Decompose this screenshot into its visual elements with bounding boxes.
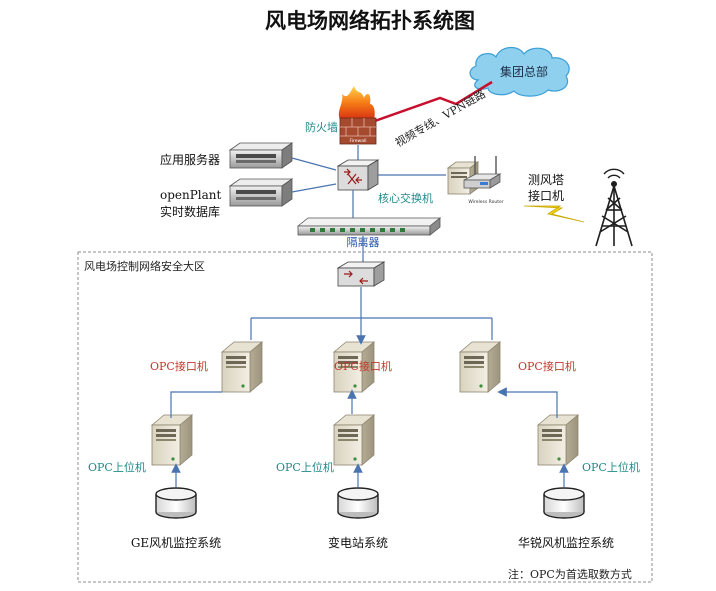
router-badge: Wireless Router bbox=[468, 199, 503, 205]
cloud-icon bbox=[469, 47, 570, 97]
app-server-label: 应用服务器 bbox=[160, 152, 220, 167]
core-switch-icon bbox=[336, 159, 380, 191]
lightning-icon bbox=[523, 205, 585, 223]
branch-substation-system: 变电站系统 bbox=[328, 535, 388, 550]
branch-ge-opc-host: OPC上位机 bbox=[88, 460, 146, 474]
branch-substation-opc-host: OPC上位机 bbox=[276, 460, 334, 474]
app-server-link bbox=[291, 157, 337, 171]
tower-iface-label-line2: 接口机 bbox=[528, 188, 564, 203]
database-icon bbox=[155, 487, 197, 519]
rtdb-label-line2: 实时数据库 bbox=[160, 204, 220, 219]
vpn-link-label: 视频专线、VPN链路 bbox=[393, 86, 488, 149]
branch-sinovel-opc-host: OPC上位机 bbox=[582, 460, 640, 474]
diagram-title: 风电场网络拓扑系统图 bbox=[265, 8, 475, 33]
firewall-badge: Firewall bbox=[350, 138, 367, 144]
branch-sinovel-opc-iface: OPC接口机 bbox=[518, 359, 576, 373]
zone-note: 注：OPC为首选取数方式 bbox=[508, 567, 632, 581]
control-zone-label: 风电场控制网络安全大区 bbox=[84, 259, 205, 273]
opc-host-computer-icon bbox=[537, 414, 579, 466]
rtdb-link bbox=[291, 183, 337, 193]
rtdb-server-icon bbox=[228, 178, 294, 207]
tower-iface-label-line1: 测风塔 bbox=[528, 173, 564, 187]
app-server-icon bbox=[228, 142, 294, 169]
branch-sinovel bbox=[459, 341, 585, 519]
firewall-icon bbox=[338, 86, 377, 145]
branch-substation-opc-iface: OPC接口机 bbox=[334, 359, 392, 373]
opc-iface-computer-icon bbox=[459, 341, 501, 393]
cloud-label: 集团总部 bbox=[500, 64, 548, 79]
zone-switch-icon bbox=[336, 261, 386, 287]
firewall-label: 防火墙 bbox=[305, 120, 338, 134]
branch-sinovel-system: 华锐风机监控系统 bbox=[518, 536, 614, 550]
core-switch-label: 核心交换机 bbox=[378, 191, 433, 205]
met-tower-icon bbox=[595, 168, 633, 247]
branch-ge bbox=[151, 341, 263, 519]
opc-host-computer-icon bbox=[151, 414, 193, 466]
vpn-link bbox=[371, 80, 493, 124]
branch-ge-system: GE风机监控系统 bbox=[131, 536, 221, 550]
branch-ge-opc-iface: OPC接口机 bbox=[150, 359, 208, 373]
opc-iface-computer-icon bbox=[221, 341, 263, 393]
database-icon bbox=[337, 487, 379, 519]
opc-host-computer-icon bbox=[333, 414, 375, 466]
branch-substation bbox=[333, 318, 379, 519]
rtdb-label-line1: openPlant bbox=[160, 188, 222, 202]
distribution-lines bbox=[250, 287, 493, 340]
wireless-router-icon bbox=[463, 156, 502, 189]
isolator-icon bbox=[296, 217, 442, 236]
database-icon bbox=[543, 487, 585, 519]
control-zone-border bbox=[77, 251, 653, 583]
